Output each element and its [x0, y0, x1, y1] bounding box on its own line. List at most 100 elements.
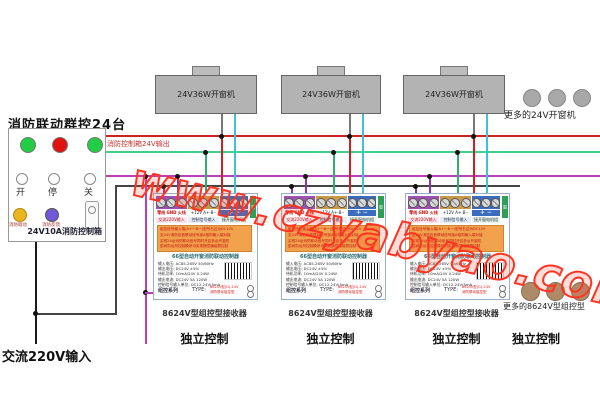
opener-label: 24V36W开窗机 — [425, 90, 483, 99]
barcode — [476, 262, 504, 280]
wire — [457, 151, 459, 195]
close-label: 关 — [84, 188, 94, 198]
wire — [486, 112, 488, 195]
feedback-label: 消防反馈 — [42, 223, 60, 228]
screw-terminal — [428, 197, 439, 208]
terminal-block-output — [220, 196, 248, 209]
screw-terminal — [326, 197, 337, 208]
independent-control-label: 独立控制 — [512, 332, 561, 346]
more-opener-circle — [573, 89, 591, 107]
type-value: 8624V型(G)-24V — [338, 285, 367, 289]
junction-dot — [33, 311, 38, 316]
wire — [362, 112, 364, 195]
wire-magenta-bus — [104, 175, 600, 177]
spec-line: 输入电压: AC85-265V 50/60Hz — [410, 261, 466, 266]
junction-dot — [143, 174, 148, 179]
wire-ac-black — [35, 240, 37, 344]
module-footer: 组控系列 TYPE: 8624V型(G)-24V 消防联动组控型 — [154, 285, 257, 298]
terminal-label: +12V A+·B-· — [442, 210, 469, 215]
linkage-lamp — [13, 208, 27, 222]
receiver-label: 8624V型组控型接收器 — [288, 309, 373, 318]
type-value: 8624V型(G)-24V — [462, 285, 491, 289]
wire — [349, 112, 351, 136]
wire — [205, 151, 207, 195]
wire-red-bus — [104, 135, 600, 137]
window-tab: 窗 — [250, 196, 256, 218]
terminal-block-output — [348, 196, 376, 209]
wire — [305, 175, 307, 195]
receiver-module-1: 窗 零线 GND 火线 +12V A+·B-· ＋ － 交流220V输入 控制信… — [153, 193, 258, 300]
seal-circle — [499, 291, 506, 298]
junction-dot — [203, 150, 208, 155]
linkage-label: 消防联动 — [9, 223, 27, 228]
product-title: 66型自动开窗消防联动控制器 — [300, 254, 367, 260]
type-value: 消防联动组控型 — [210, 290, 235, 294]
wire — [473, 135, 475, 195]
window-opener-1: 24V36W开窗机 — [155, 75, 257, 114]
screw-terminal — [294, 197, 305, 208]
terminal-block-signal — [316, 196, 347, 209]
screw-terminal — [366, 197, 376, 208]
wire — [429, 175, 431, 195]
independent-control-label: 独立控制 — [306, 332, 355, 346]
screw-terminal — [490, 197, 500, 208]
terminal-block-power — [408, 196, 439, 209]
spec-line: 输出电流: DC24V 5A 120W — [410, 276, 460, 282]
terminal-label: ＋ － — [348, 210, 376, 216]
terminal-block-power — [284, 196, 315, 209]
terminal-label: ＋ － — [220, 210, 248, 216]
wire — [473, 112, 475, 136]
notice-line: 实现24台消防联动信号同时开启多台开窗机 — [160, 238, 230, 243]
indicator-red — [52, 137, 68, 153]
notice-line: 至24V消防自首联动信号接A相同输入端对接 — [412, 232, 483, 237]
spec-list: 输入电压: AC85-265V 50/60Hz 输出电压: DC24V ±5% … — [410, 261, 472, 287]
terminal-sublabel: 接开窗电机组 — [348, 217, 376, 223]
indicator-green-2 — [87, 137, 103, 153]
screw-terminal — [418, 197, 429, 208]
terminal-sublabel: 交流220V输入 — [408, 217, 439, 223]
spec-list: 输入电压: AC85-265V 50/60Hz 输出电压: DC24V ±5% … — [286, 261, 348, 287]
terminal-label: 零线 GND 火线 — [157, 210, 186, 215]
series-label: 组控系列 — [158, 288, 179, 294]
wire — [349, 135, 351, 195]
terminal-sublabel: 接开窗电机组 — [472, 217, 500, 223]
usage-notice: 组控信号输入端(A+一B一)型号右边为DC12V 至24V消防自首联动信号接A相… — [409, 225, 504, 252]
junction-dot — [289, 184, 294, 189]
usage-notice: 组控信号输入端(A+一B一)型号右边为DC12V 至24V消防自首联动信号接A相… — [285, 225, 380, 252]
notice-line: 组控信号输入端(A+一B一)型号右边为DC12V — [412, 227, 486, 231]
usage-notice: 组控信号输入端(A+一B一)型号右边为DC12V 至24V消防自首联动信号接A相… — [157, 225, 252, 252]
independent-control-label: 独立控制 — [180, 332, 229, 346]
product-title: 66型自动开窗消防联动控制器 — [172, 254, 239, 260]
series-label: 组控系列 — [410, 288, 431, 294]
junction-dot — [331, 150, 336, 155]
notice-line: 至24V消防自首联动信号接A相同输入端对接 — [288, 232, 359, 237]
spec-line: 控制信号输入单位: DC12-24V(5mA) — [410, 281, 472, 287]
wire — [163, 185, 165, 195]
receiver-label: 8624V型组控型接收器 — [162, 309, 247, 318]
notice-line: 实现24台消防联动信号同时开启多台开窗机 — [412, 238, 482, 243]
terminal-block-power — [156, 196, 187, 209]
more-opener-circle — [523, 89, 541, 107]
more-receiver-circle — [546, 282, 565, 301]
wire — [177, 175, 179, 195]
spec-line: 输出电压: DC24V ±5% — [286, 266, 328, 272]
seal-circle — [247, 291, 254, 298]
stop-label: 停 — [48, 188, 58, 198]
wire-dark-drop — [115, 185, 117, 315]
notice-line: 层间防台风控制模块可实现随意编组群控制 — [160, 244, 229, 249]
terminal-sublabel: 交流220V输入 — [284, 217, 315, 223]
notice-line: 层间防台风控制模块可实现随意编组群控制 — [412, 244, 481, 249]
terminal-label: +12V A+·B-· — [318, 210, 345, 215]
product-title: 66型自动开窗消防联动控制器 — [424, 254, 491, 260]
screw-terminal — [408, 197, 419, 208]
control-box-label: 24V10A消防控制箱 — [27, 227, 102, 236]
screw-terminal — [304, 197, 315, 208]
junction-dot — [347, 134, 352, 139]
spec-list: 输入电压: AC85-265V 50/60Hz 输出电压: DC24V ±5% … — [158, 261, 220, 287]
notice-line: 组控信号输入端(A+一B一)型号右边为DC12V — [288, 227, 362, 231]
screw-terminal — [450, 197, 461, 208]
type-label: TYPE: — [320, 287, 334, 293]
terminal-label: +12V A+·B-· — [190, 210, 217, 215]
rocker-dot — [88, 206, 96, 214]
screw-terminal — [472, 197, 482, 208]
